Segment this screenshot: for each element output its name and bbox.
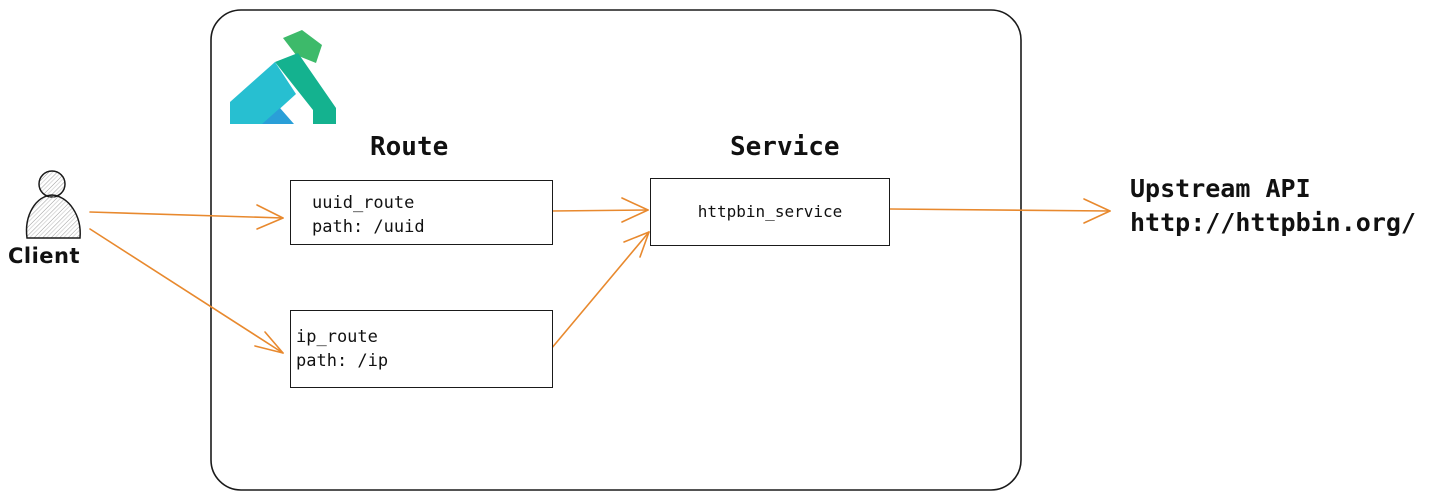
arrows [89,197,1111,354]
person-icon [25,170,81,239]
service-heading: Service [730,132,840,162]
client-label: Client [8,244,81,268]
upstream-api-label: Upstream API http://httpbin.org/ [1130,172,1416,240]
ip-route-path: path: /ip [296,351,389,371]
arrow-client-to-ip-route [89,228,284,354]
service-box: httpbin_service [650,178,890,246]
uuid-route-name: uuid_route [312,193,415,213]
arrow-client-to-uuid-route [89,211,284,219]
upstream-title: Upstream API [1130,174,1311,203]
arrow-service-to-upstream [889,208,1111,212]
ip-route-box: ip_route path: /ip [290,310,553,388]
kong-gorilla-logo-icon [230,30,336,124]
service-name: httpbin_service [697,202,843,221]
gateway-container [210,9,1022,491]
uuid-route-box: uuid_route path: /uuid [290,180,553,245]
arrow-uuid-route-to-service [550,209,649,212]
ip-route-name: ip_route [296,327,378,347]
uuid-route-path: path: /uuid [312,217,425,237]
upstream-url: http://httpbin.org/ [1130,208,1416,237]
route-heading: Route [370,132,449,162]
arrow-ip-route-to-service [550,231,650,350]
